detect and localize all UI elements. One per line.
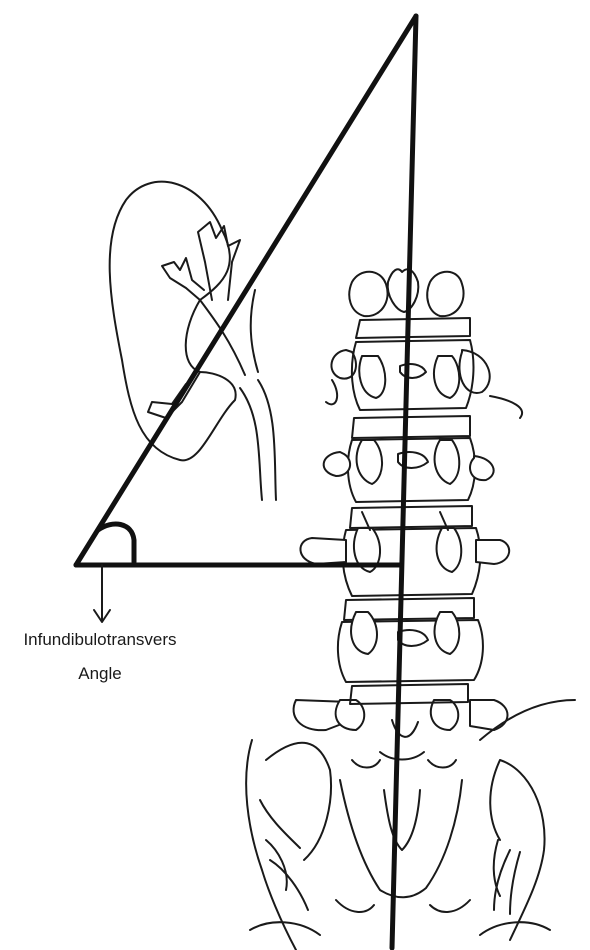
coccyx-area — [250, 900, 550, 935]
left-iliac-inner — [260, 800, 308, 910]
angle-marker-arc — [98, 524, 134, 562]
angle-label-line2: Angle — [0, 664, 200, 684]
sacrum — [340, 780, 462, 897]
ureter — [240, 380, 276, 500]
pelvis — [246, 700, 575, 950]
renal-pelvis — [200, 290, 258, 375]
vertical-reference-line — [392, 16, 416, 948]
vertebra-2 — [326, 340, 522, 418]
kidney-outline — [110, 182, 236, 461]
angle-construction — [76, 16, 416, 948]
vertebra-5 — [338, 598, 483, 682]
angle-label-line1: Infundibulotransvers — [0, 630, 200, 650]
vertebra-3 — [324, 416, 494, 502]
sacroiliac-lines — [266, 840, 500, 896]
middle-calyx — [162, 258, 204, 300]
sacrum-inner — [384, 790, 420, 850]
upper-calyx — [198, 222, 240, 300]
kidney — [110, 182, 276, 500]
left-iliac — [246, 740, 331, 950]
right-iliac-inner — [494, 850, 520, 914]
